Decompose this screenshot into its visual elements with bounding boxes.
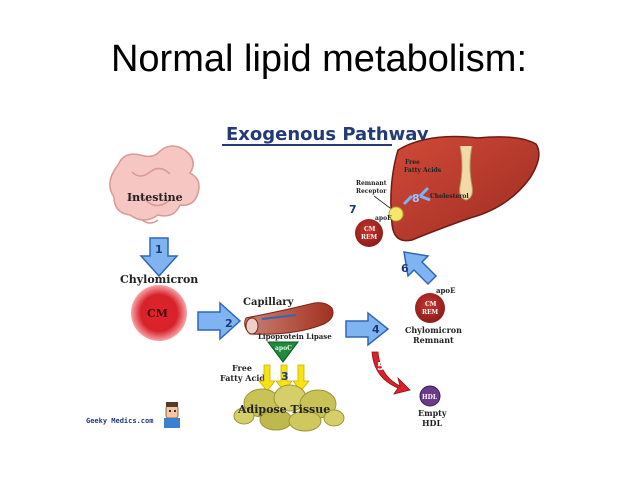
cm-rem-top-label-2: REM bbox=[361, 234, 378, 241]
slide-title: Normal lipid metabolism: bbox=[110, 38, 527, 80]
step-8-number: 8 bbox=[412, 192, 420, 205]
intestine-illustration bbox=[109, 145, 200, 224]
brand-label: Geeky Medics.com bbox=[86, 417, 153, 425]
cm-rem-right-label-1: CM bbox=[425, 301, 437, 308]
hdl-label: HDL bbox=[422, 394, 438, 401]
remnant-receptor-label-2: Receptor bbox=[356, 188, 387, 195]
cm-remnant-top-particle bbox=[355, 219, 383, 247]
lipoprotein-lipase-label: Lipoprotein Lipase bbox=[258, 332, 332, 341]
step-8-marker: 8 bbox=[402, 186, 431, 206]
remnant-receptor bbox=[388, 206, 404, 222]
step-2-number: 2 bbox=[225, 317, 233, 330]
step-6-arrow: 6 bbox=[401, 251, 438, 286]
free-fatty-acids-lower-label-1: Free bbox=[232, 363, 252, 373]
apoe-top-label: apoE bbox=[375, 215, 392, 222]
remnant-receptor-pointer bbox=[373, 195, 391, 209]
geeky-medics-logo: Geeky Medics.com bbox=[86, 402, 180, 428]
cm-remnant-right-particle bbox=[415, 293, 445, 323]
free-fatty-acids-upper-label-2: Fatty Acids bbox=[404, 167, 442, 174]
empty-hdl-label-1: Empty bbox=[418, 408, 447, 418]
step-3-arrows: 3 bbox=[258, 364, 310, 392]
step-6-number: 6 bbox=[401, 262, 409, 275]
chylomicron-remnant-label-1: Chylomicron bbox=[405, 325, 462, 335]
apoe-right-label: apoE bbox=[436, 286, 455, 295]
chylomicron-remnant-label-2: Remnant bbox=[413, 335, 454, 345]
pathway-title: Exogenous Pathway bbox=[226, 124, 429, 145]
cm-rem-top-label-1: CM bbox=[364, 226, 376, 233]
free-fatty-acids-lower-label-2: Fatty Acids bbox=[220, 373, 270, 383]
chylomicron-particle bbox=[131, 285, 187, 341]
liver-illustration bbox=[390, 135, 540, 242]
step-5-number: 5 bbox=[377, 360, 385, 373]
capillary-label: Capillary bbox=[243, 297, 295, 308]
apoc-label: apoC bbox=[275, 345, 292, 352]
free-fatty-acids-upper-label-1: Free bbox=[405, 159, 420, 166]
step-1-number: 1 bbox=[155, 243, 163, 256]
adipose-tissue-illustration bbox=[233, 384, 345, 432]
step-4-arrow: 4 bbox=[345, 311, 390, 347]
hdl-particle bbox=[419, 385, 441, 407]
capillary-illustration bbox=[244, 302, 334, 335]
adipose-tissue-label: Adipose Tissue bbox=[237, 403, 330, 416]
empty-hdl-label-2: HDL bbox=[422, 418, 442, 428]
cholesterol-label: Cholesterol bbox=[430, 193, 469, 200]
intestine-label: Intestine bbox=[127, 191, 183, 204]
step-4-number: 4 bbox=[372, 323, 380, 336]
step-1-arrow: 1 bbox=[139, 237, 179, 278]
step-5-arrow: 5 bbox=[371, 351, 411, 395]
cm-rem-right-label-2: REM bbox=[422, 309, 439, 316]
apoc-marker bbox=[267, 341, 299, 363]
step-3-number: 3 bbox=[281, 370, 289, 383]
chylomicron-label: Chylomicron bbox=[120, 273, 198, 286]
remnant-receptor-label-1: Remnant bbox=[356, 180, 387, 187]
step-2-arrow: 2 bbox=[197, 301, 242, 341]
step-7-number: 7 bbox=[349, 203, 357, 216]
cm-label: CM bbox=[147, 307, 168, 320]
